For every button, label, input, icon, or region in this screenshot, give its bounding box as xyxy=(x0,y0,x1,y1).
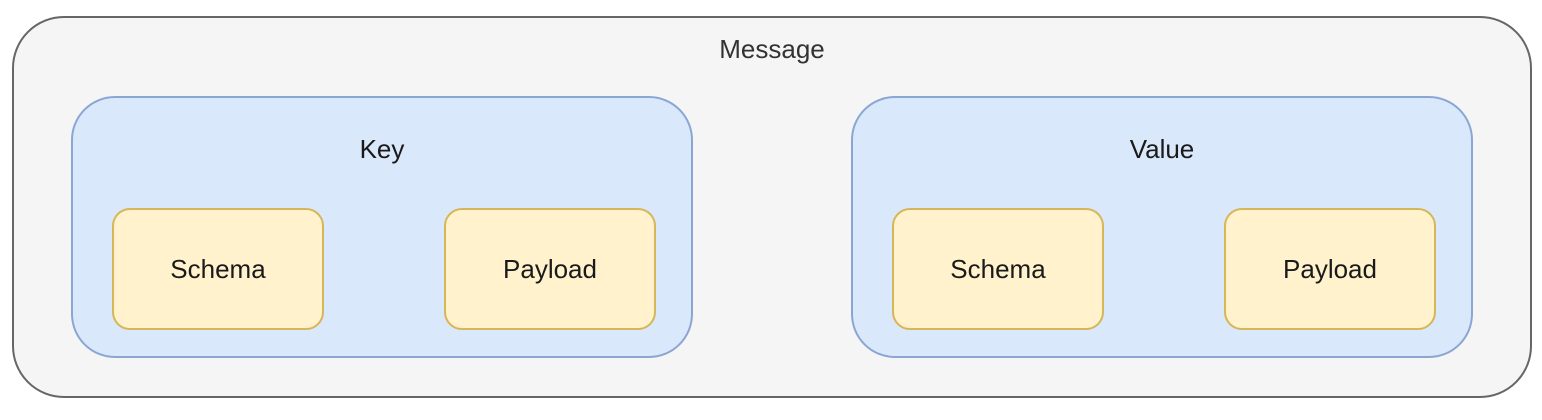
message-label: Message xyxy=(719,34,825,64)
key-schema-label: Schema xyxy=(170,253,266,284)
value-schema-label: Schema xyxy=(950,253,1046,284)
key-payload-box: Payload xyxy=(444,208,656,330)
value-payload-box: Payload xyxy=(1224,208,1436,330)
value-label: Value xyxy=(1129,134,1195,164)
key-schema-box: Schema xyxy=(112,208,324,330)
value-schema-box: Schema xyxy=(892,208,1104,330)
value-group: Value Schema Payload xyxy=(851,96,1473,358)
key-payload-label: Payload xyxy=(503,253,597,284)
key-label: Key xyxy=(359,134,405,164)
key-group: Key Schema Payload xyxy=(71,96,693,358)
value-payload-label: Payload xyxy=(1283,253,1377,284)
